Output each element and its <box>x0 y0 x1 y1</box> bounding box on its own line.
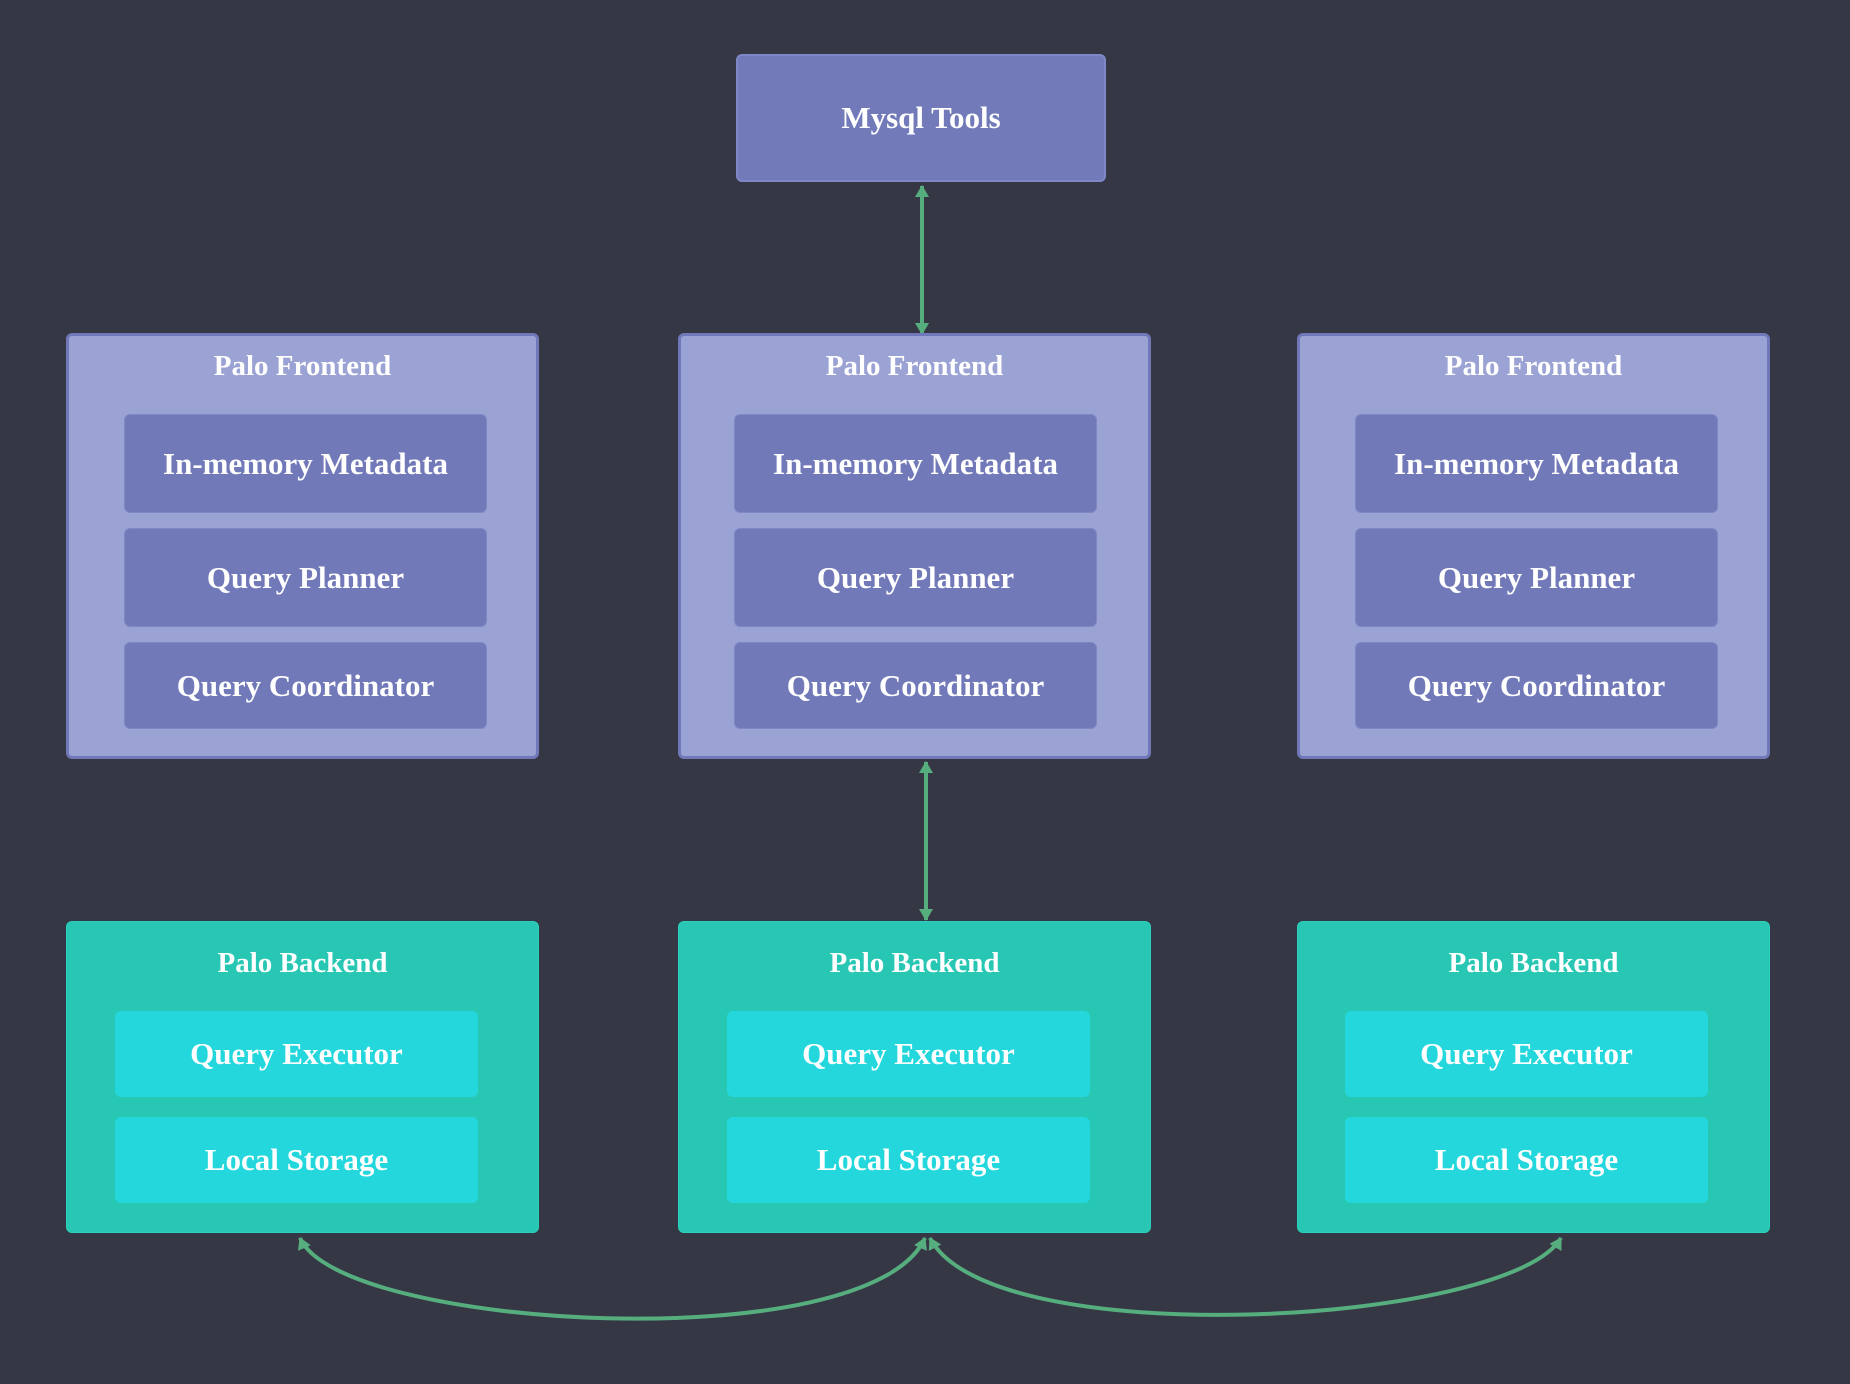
component-in-memory-metadata: In-memory Metadata <box>734 414 1097 513</box>
component-query-coordinator: Query Coordinator <box>124 642 487 729</box>
component-query-executor: Query Executor <box>1345 1011 1708 1097</box>
component-query-coordinator: Query Coordinator <box>734 642 1097 729</box>
backend-title: Palo Backend <box>829 947 1000 979</box>
frontend-node-2: Palo Frontend In-memory Metadata Query P… <box>678 333 1151 759</box>
frontend-title: Palo Frontend <box>1444 350 1623 382</box>
frontend-title: Palo Frontend <box>213 350 392 382</box>
backend-node-2: Palo Backend Query Executor Local Storag… <box>678 921 1151 1233</box>
component-query-coordinator: Query Coordinator <box>1355 642 1718 729</box>
backend-node-1: Palo Backend Query Executor Local Storag… <box>66 921 539 1233</box>
component-in-memory-metadata: In-memory Metadata <box>124 414 487 513</box>
frontend-node-3: Palo Frontend In-memory Metadata Query P… <box>1297 333 1770 759</box>
component-query-planner: Query Planner <box>1355 528 1718 627</box>
component-query-planner: Query Planner <box>734 528 1097 627</box>
component-local-storage: Local Storage <box>1345 1117 1708 1203</box>
backend-title: Palo Backend <box>1448 947 1619 979</box>
component-query-planner: Query Planner <box>124 528 487 627</box>
backend-title: Palo Backend <box>217 947 388 979</box>
frontend-title: Palo Frontend <box>825 350 1004 382</box>
frontend-node-1: Palo Frontend In-memory Metadata Query P… <box>66 333 539 759</box>
component-query-executor: Query Executor <box>727 1011 1090 1097</box>
component-in-memory-metadata: In-memory Metadata <box>1355 414 1718 513</box>
component-local-storage: Local Storage <box>727 1117 1090 1203</box>
connector-backend2-backend3 <box>928 1236 1563 1317</box>
mysql-tools-node: Mysql Tools <box>736 54 1106 182</box>
component-local-storage: Local Storage <box>115 1117 478 1203</box>
component-query-executor: Query Executor <box>115 1011 478 1097</box>
connector-backend1-backend2 <box>298 1237 927 1321</box>
backend-node-3: Palo Backend Query Executor Local Storag… <box>1297 921 1770 1233</box>
